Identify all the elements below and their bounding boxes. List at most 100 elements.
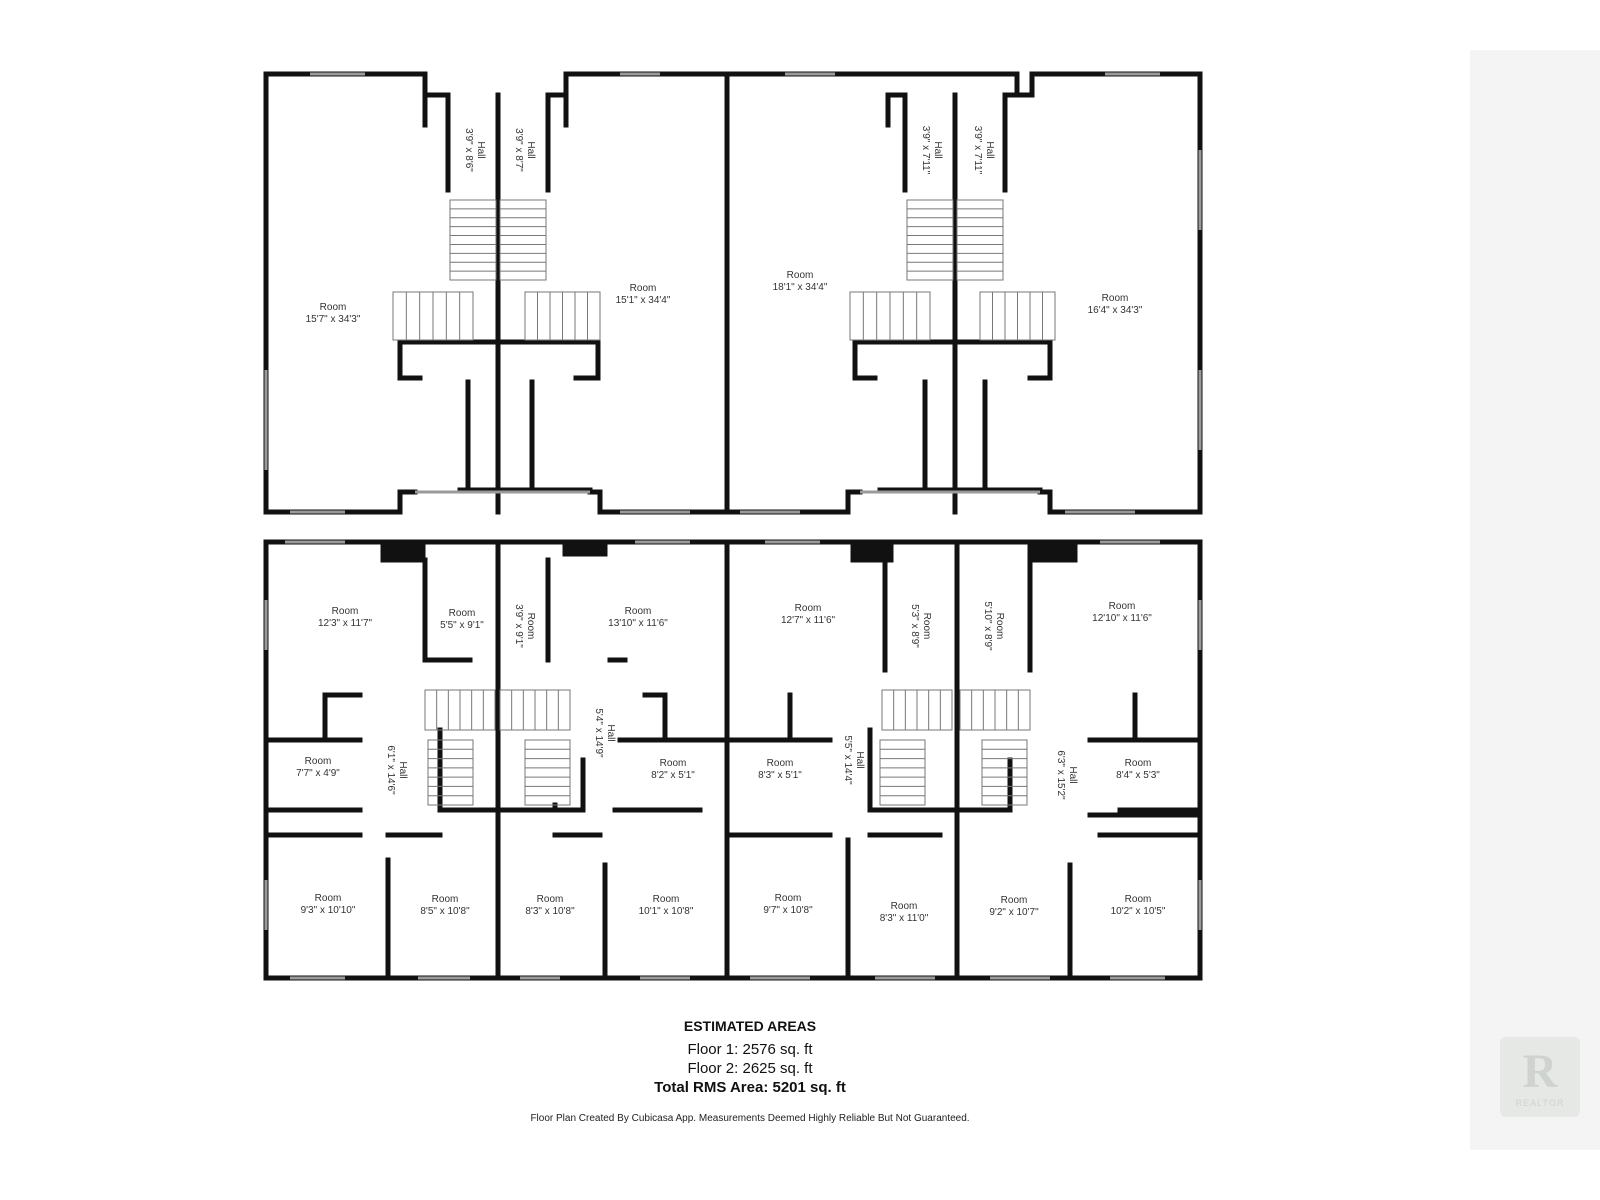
room-name: Hall: [475, 141, 486, 158]
wall: [322, 692, 793, 743]
room-dims: 18'1" x 34'4": [773, 282, 828, 293]
room-name: Room: [1109, 601, 1136, 612]
room-name: Room: [921, 613, 932, 640]
stair-steps: [427, 739, 474, 806]
room-name: Room: [625, 606, 652, 617]
realtor-logo-icon: R REALTOR: [1500, 1037, 1580, 1117]
room-dims: 8'2" x 5'1": [651, 770, 695, 781]
room-name: Room: [320, 302, 347, 313]
room-name: Hall: [1067, 766, 1078, 783]
stair-steps: [392, 291, 474, 341]
room-name: Hall: [854, 751, 865, 768]
stair-steps: [881, 689, 953, 731]
chimney-block: [380, 539, 426, 563]
room-name: Room: [449, 608, 476, 619]
room-dims: 12'10" x 11'6": [1092, 613, 1152, 624]
room-dims: 3'9" x 9'1": [513, 604, 524, 648]
stairs: [392, 199, 1056, 806]
room-name: Room: [1001, 895, 1028, 906]
stair-steps: [956, 199, 1004, 281]
room-name: Room: [537, 894, 564, 905]
room-dims: 6'1" x 14'6": [385, 745, 396, 795]
wall: [422, 557, 1033, 673]
wall: [852, 339, 1053, 381]
room-name: Room: [653, 894, 680, 905]
stair-steps: [524, 291, 601, 341]
wall: [877, 379, 1043, 493]
upper-outer-wall: [263, 71, 428, 515]
stair-steps: [449, 199, 497, 281]
room-dims: 8'3" x 5'1": [758, 770, 802, 781]
wall: [263, 807, 703, 838]
room-dims: 5'3" x 8'9": [909, 604, 920, 648]
wall: [867, 727, 1013, 813]
room-dims: 9'7" x 10'8": [763, 905, 813, 916]
room-dims: 10'2" x 10'5": [1111, 906, 1166, 917]
room-name: Room: [795, 603, 822, 614]
room-dims: 13'10" x 11'6": [608, 618, 668, 629]
wall: [885, 92, 1035, 128]
room-name: Room: [775, 893, 802, 904]
stair-steps: [981, 739, 1028, 806]
room-name: Room: [525, 613, 536, 640]
stair-steps: [424, 689, 496, 731]
room-name: Room: [787, 270, 814, 281]
disclaimer: Floor Plan Created By Cubicasa App. Meas…: [530, 1113, 970, 1124]
chimney-block: [562, 539, 608, 557]
wall: [902, 92, 1008, 515]
room-dims: 15'1" x 34'4": [616, 295, 671, 306]
room-dims: 5'10" x 8'9": [982, 601, 993, 651]
room-dims: 5'5" x 9'1": [440, 620, 484, 631]
room-dims: 16'4" x 34'3": [1088, 305, 1143, 316]
room-name: Hall: [525, 141, 536, 158]
wall: [385, 837, 1073, 981]
room-name: Room: [1125, 758, 1152, 769]
stair-steps: [499, 199, 547, 281]
chimney-block: [1027, 539, 1078, 563]
wall: [437, 727, 586, 813]
stair-steps: [849, 291, 931, 341]
wall: [422, 92, 569, 128]
wall: [263, 737, 833, 813]
room-dims: 3'9" x 8'6": [463, 128, 474, 172]
stair-steps: [959, 689, 1031, 731]
lower-party-wall: [495, 543, 960, 981]
floor2-area: Floor 2: 2625 sq. ft: [687, 1060, 813, 1077]
wall: [445, 92, 551, 515]
room-name: Hall: [932, 141, 943, 158]
room-name: Hall: [397, 761, 408, 778]
room-name: Room: [305, 756, 332, 767]
total-area: Total RMS Area: 5201 sq. ft: [654, 1079, 846, 1096]
room-dims: 15'7" x 34'3": [306, 314, 361, 325]
stair-steps: [524, 739, 571, 806]
room-dims: 8'4" x 5'3": [1116, 770, 1160, 781]
chimney-block: [850, 539, 894, 563]
room-dims: 10'1" x 10'8": [639, 906, 694, 917]
